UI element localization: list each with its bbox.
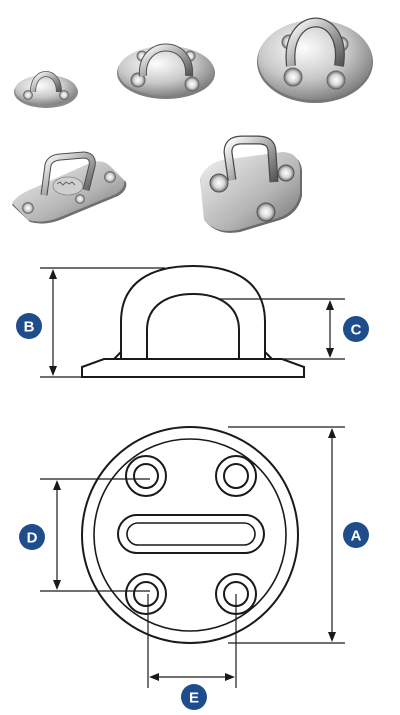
dimension-c xyxy=(220,298,345,360)
top-view-loop-slot-inner xyxy=(126,522,256,546)
dimension-d-badge: D xyxy=(19,524,45,550)
dimension-a-label: A xyxy=(351,528,362,545)
dimension-e xyxy=(147,594,237,688)
dimension-c-label: C xyxy=(351,322,362,339)
dimension-a xyxy=(228,426,345,644)
small-round-eye-plate-photo xyxy=(14,71,78,108)
top-view-outer-circle xyxy=(81,426,299,644)
dimension-b-label: B xyxy=(24,319,35,336)
side-view-loop-inner xyxy=(146,292,240,359)
dimension-a-badge: A xyxy=(343,522,369,548)
dimension-c-badge: C xyxy=(343,316,369,342)
top-view-drawing xyxy=(81,426,299,644)
top-view-loop-slot-outer xyxy=(117,514,265,554)
dimension-e-label: E xyxy=(189,690,199,707)
dimension-d-label: D xyxy=(27,530,38,547)
dimension-b-badge: B xyxy=(16,313,42,339)
dimension-d xyxy=(40,478,150,592)
medium-round-eye-plate-photo xyxy=(117,43,215,99)
diamond-eye-plate-small-photo xyxy=(12,151,127,224)
side-view-drawing xyxy=(81,264,305,378)
dimension-b xyxy=(40,267,165,378)
top-view-hole-top-right xyxy=(215,455,257,497)
large-round-eye-plate-photo xyxy=(257,17,373,103)
diamond-eye-plate-large-photo xyxy=(200,135,302,233)
top-view-hole-bottom-left xyxy=(125,573,167,615)
side-view-loop-outer xyxy=(120,264,266,359)
side-view-base-plate xyxy=(81,358,305,378)
top-view-inner-circle xyxy=(93,438,287,632)
top-view-hole-top-left xyxy=(125,455,167,497)
dimension-e-badge: E xyxy=(181,684,207,710)
